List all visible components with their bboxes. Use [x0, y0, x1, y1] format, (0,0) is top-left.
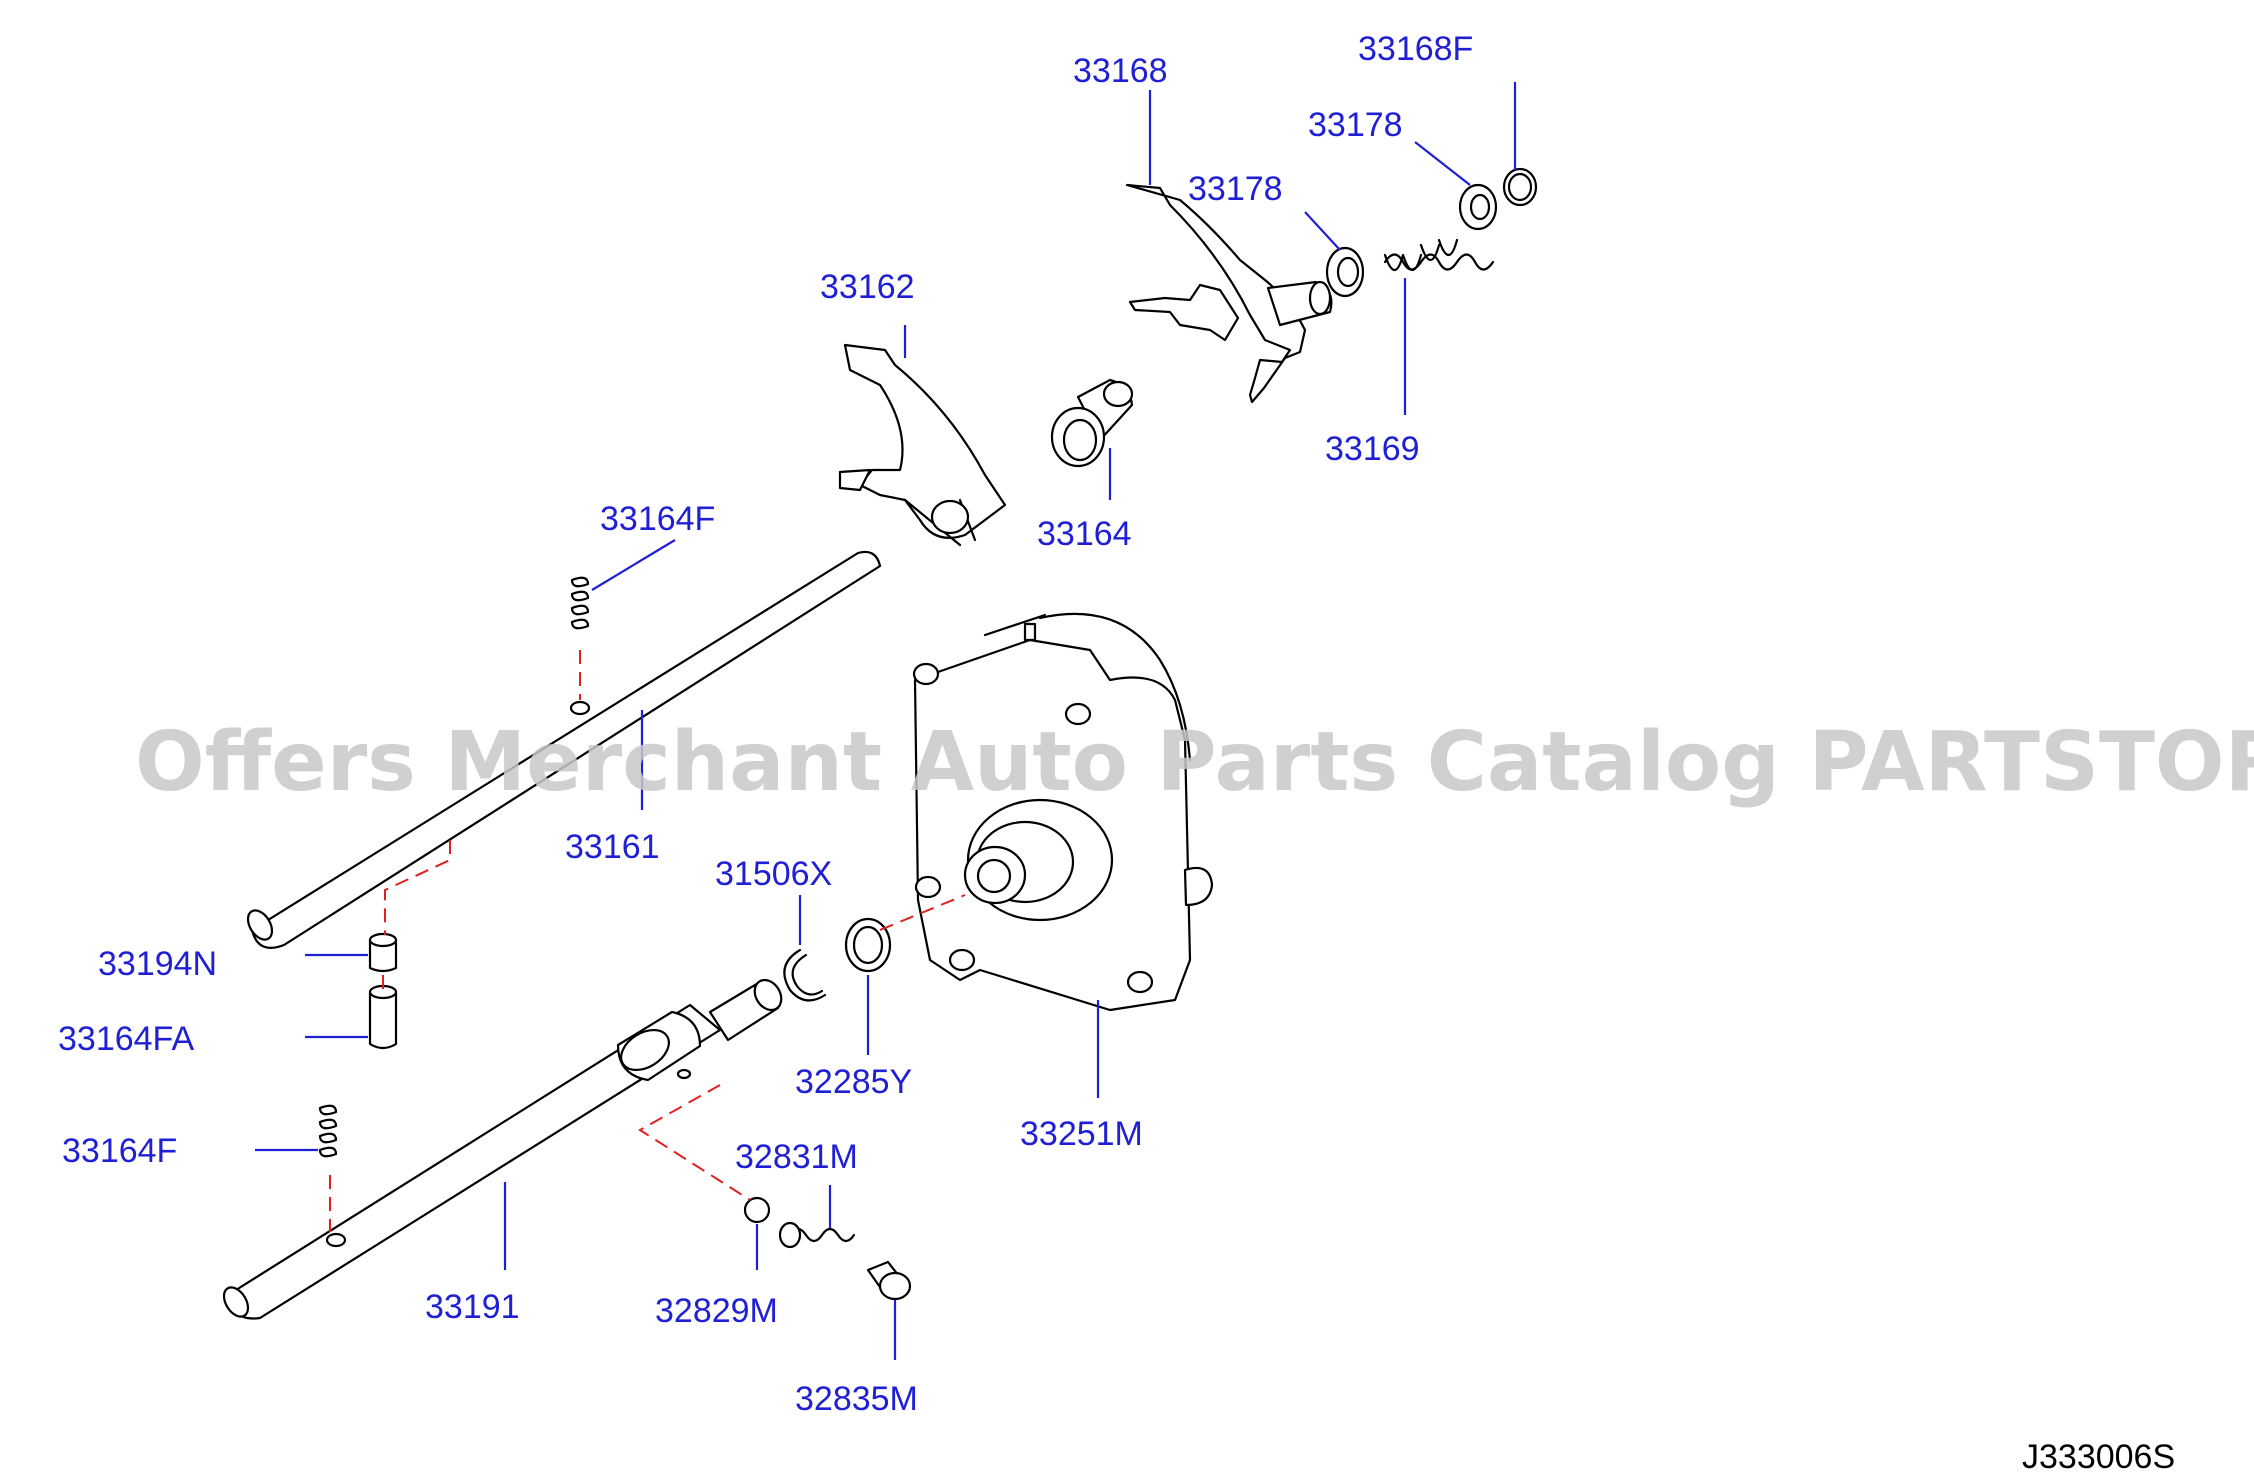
part-label-32829M[interactable]: 32829M [655, 1292, 778, 1330]
bushing-33164-drawing [1050, 378, 1134, 468]
diagram-code: J333006S [2022, 1438, 2175, 1476]
part-label-32831M[interactable]: 32831M [735, 1138, 858, 1176]
part-label-33164FA[interactable]: 33164FA [58, 1020, 194, 1058]
part-label-33194N[interactable]: 33194N [98, 945, 217, 983]
part-label-33168F[interactable]: 33168F [1358, 30, 1473, 68]
part-label-33251M[interactable]: 33251M [1020, 1115, 1143, 1153]
pin-drawing [368, 932, 398, 1050]
shift-fork-33162-drawing [838, 343, 1007, 547]
shift-rail-drawing [246, 550, 882, 949]
part-label-32285Y[interactable]: 32285Y [795, 1063, 912, 1101]
leader-lines [255, 82, 1517, 1360]
part-label-32835M[interactable]: 32835M [795, 1380, 918, 1418]
shift-fork-33168-drawing [1125, 183, 1333, 404]
assembly-guide-lines [329, 650, 966, 1232]
part-label-33161[interactable]: 33161 [565, 828, 660, 866]
part-label-33164F-lower[interactable]: 33164F [62, 1132, 177, 1170]
snap-ring-and-seal-drawing [783, 917, 892, 1002]
selector-shaft-drawing [222, 978, 783, 1320]
part-label-33168[interactable]: 33168 [1073, 52, 1168, 90]
part-label-33164F-upper[interactable]: 33164F [600, 500, 715, 538]
shift-housing-drawing [912, 612, 1214, 1012]
part-label-33162[interactable]: 33162 [820, 268, 915, 306]
part-label-33191[interactable]: 33191 [425, 1288, 520, 1326]
detent-spring-upper-drawing [570, 576, 590, 630]
part-label-33178-far[interactable]: 33178 [1308, 106, 1403, 144]
part-label-33164[interactable]: 33164 [1037, 515, 1132, 553]
part-label-31506X[interactable]: 31506X [715, 855, 832, 893]
check-ball-spring-plug-drawing [743, 1196, 912, 1301]
part-label-33178-near[interactable]: 33178 [1188, 170, 1283, 208]
watermark-text: Offers Merchant Auto Parts Catalog PARTS… [135, 715, 2254, 810]
ring-spring-stack-drawing [1325, 167, 1538, 298]
detent-spring-lower-drawing [318, 1104, 338, 1158]
part-label-33169[interactable]: 33169 [1325, 430, 1420, 468]
